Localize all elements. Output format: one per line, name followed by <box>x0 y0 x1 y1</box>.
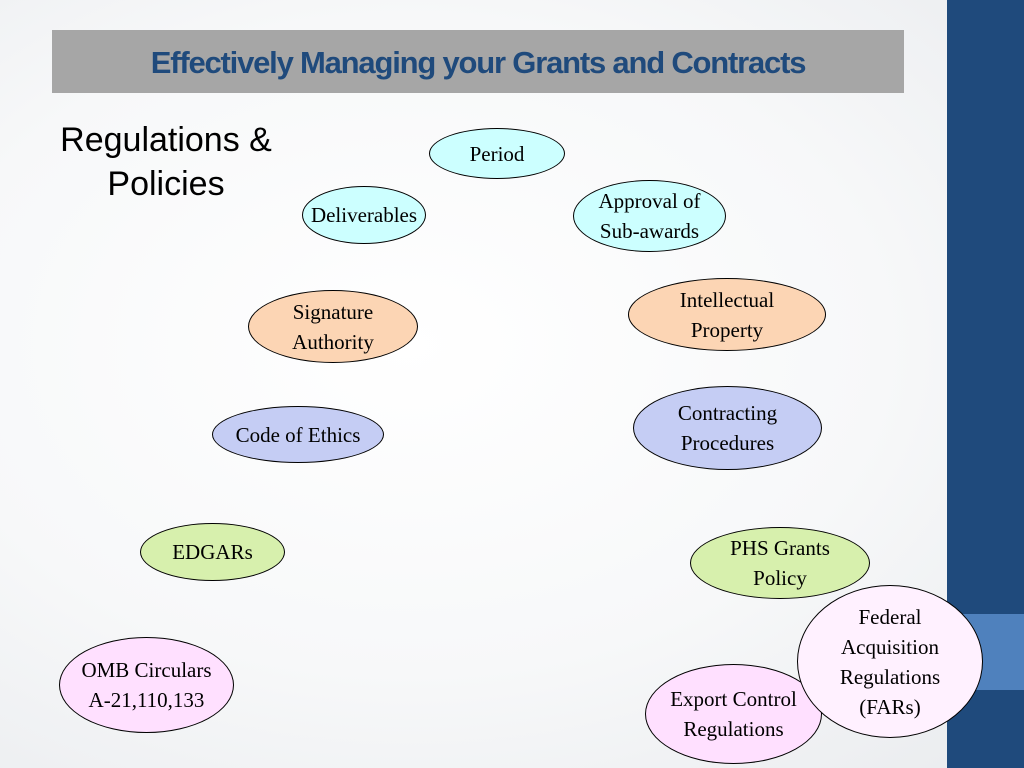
node-period-label: Period <box>469 141 525 166</box>
node-code-of-ethics: Code of Ethics <box>212 406 384 463</box>
title-bar: Effectively Managing your Grants and Con… <box>52 30 904 93</box>
node-omb-circulars: OMB Circulars A-21,110,133 <box>59 637 234 733</box>
node-period: Period <box>429 128 565 179</box>
node-federal-acquisition-regulations-label: Federal Acquisition Regulations (FARs) <box>839 604 941 719</box>
node-deliverables: Deliverables <box>302 186 426 244</box>
node-signature-authority-label: Signature Authority <box>292 299 374 354</box>
node-deliverables-label: Deliverables <box>310 203 418 227</box>
node-edgars: EDGARs <box>140 523 285 581</box>
node-federal-acquisition-regulations: Federal Acquisition Regulations (FARs) <box>797 585 983 738</box>
section-subtitle: Regulations & Policies <box>60 121 272 203</box>
node-phs-grants-policy-label: PHS Grants Policy <box>730 536 830 590</box>
node-edgars-label: EDGARs <box>172 540 253 564</box>
node-export-control-regulations: Export Control Regulations <box>645 664 822 764</box>
node-approval-sub-awards: Approval of Sub-awards <box>573 180 726 252</box>
node-code-of-ethics-label: Code of Ethics <box>235 422 361 447</box>
node-export-control-regulations-label: Export Control Regulations <box>670 687 797 741</box>
node-contracting-procedures: Contracting Procedures <box>633 386 822 470</box>
node-intellectual-property-label: Intellectual Property <box>679 287 775 342</box>
node-intellectual-property: Intellectual Property <box>628 278 826 351</box>
node-signature-authority: Signature Authority <box>248 290 418 363</box>
node-phs-grants-policy: PHS Grants Policy <box>690 527 870 599</box>
page-title: Effectively Managing your Grants and Con… <box>150 44 807 80</box>
node-contracting-procedures-label: Contracting Procedures <box>677 401 778 455</box>
node-approval-sub-awards-label: Approval of Sub-awards <box>598 189 701 243</box>
node-omb-circulars-label: OMB Circulars A-21,110,133 <box>81 658 212 712</box>
